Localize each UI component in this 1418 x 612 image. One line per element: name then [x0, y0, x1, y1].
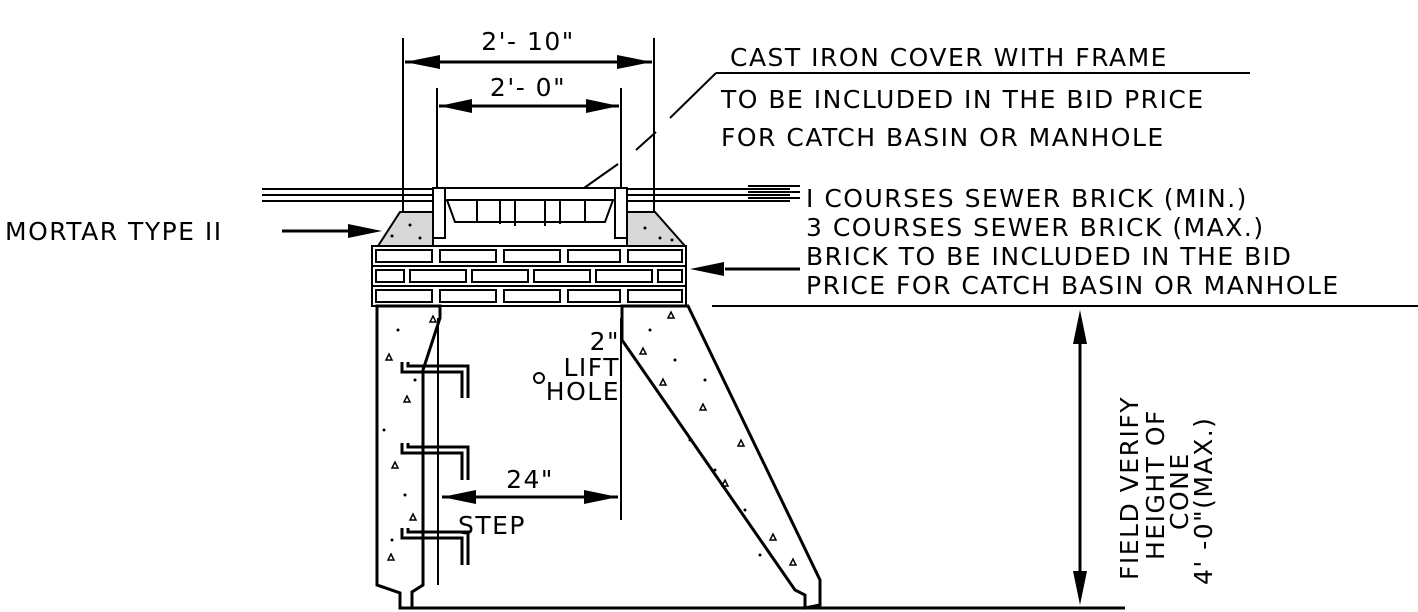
inner-width-label: 2'- 0": [490, 73, 566, 102]
height-label-line4: 4' -0"(MAX.): [1189, 417, 1218, 585]
brick-label-line2: 3 COURSES SEWER BRICK (MAX.): [806, 213, 1265, 242]
lift-hole-label-line2: HOLE: [546, 377, 620, 406]
cover-label-line1: CAST IRON COVER WITH FRAME: [730, 43, 1168, 72]
height-label-line2: HEIGHT OF: [1141, 409, 1170, 560]
outer-width-dimension: 2'- 10": [402, 27, 655, 290]
height-label-line3: CONE: [1165, 452, 1194, 530]
height-label-line1: FIELD VERIFY: [1115, 396, 1144, 580]
brick-label-line1: I COURSES SEWER BRICK (MIN.): [806, 184, 1248, 213]
cover-label-line2: TO BE INCLUDED IN THE BID PRICE: [720, 85, 1205, 114]
lift-hole: 2" LIFT HOLE: [533, 327, 620, 406]
cast-iron-cover: [432, 187, 628, 239]
brick-courses: [371, 245, 687, 307]
inner-width-dimension: 2'- 0": [436, 73, 622, 210]
lift-hole-size-label: 2": [590, 327, 620, 356]
outer-width-label: 2'- 10": [481, 27, 575, 56]
mortar-callout: MORTAR TYPE II: [5, 217, 382, 246]
mortar: [376, 211, 688, 247]
brick-callout: I COURSES SEWER BRICK (MIN.) 3 COURSES S…: [690, 184, 1418, 307]
brick-label-line4: PRICE FOR CATCH BASIN OR MANHOLE: [806, 271, 1340, 300]
cover-callout: CAST IRON COVER WITH FRAME TO BE INCLUDE…: [548, 43, 1250, 213]
surface-lines: [262, 188, 790, 202]
step-spacing-dimension: 24" STEP: [437, 318, 622, 585]
step-spacing-label: 24": [506, 465, 554, 494]
brick-label-line3: BRICK TO BE INCLUDED IN THE BID: [806, 242, 1292, 271]
cover-label-line3: FOR CATCH BASIN OR MANHOLE: [721, 123, 1165, 152]
lift-hole-label-line1: LIFT: [563, 353, 620, 382]
cone-height-dimension: FIELD VERIFY HEIGHT OF CONE 4' -0"(MAX.): [1073, 310, 1218, 605]
mortar-label: MORTAR TYPE II: [5, 217, 223, 246]
step-label: STEP: [458, 511, 526, 540]
